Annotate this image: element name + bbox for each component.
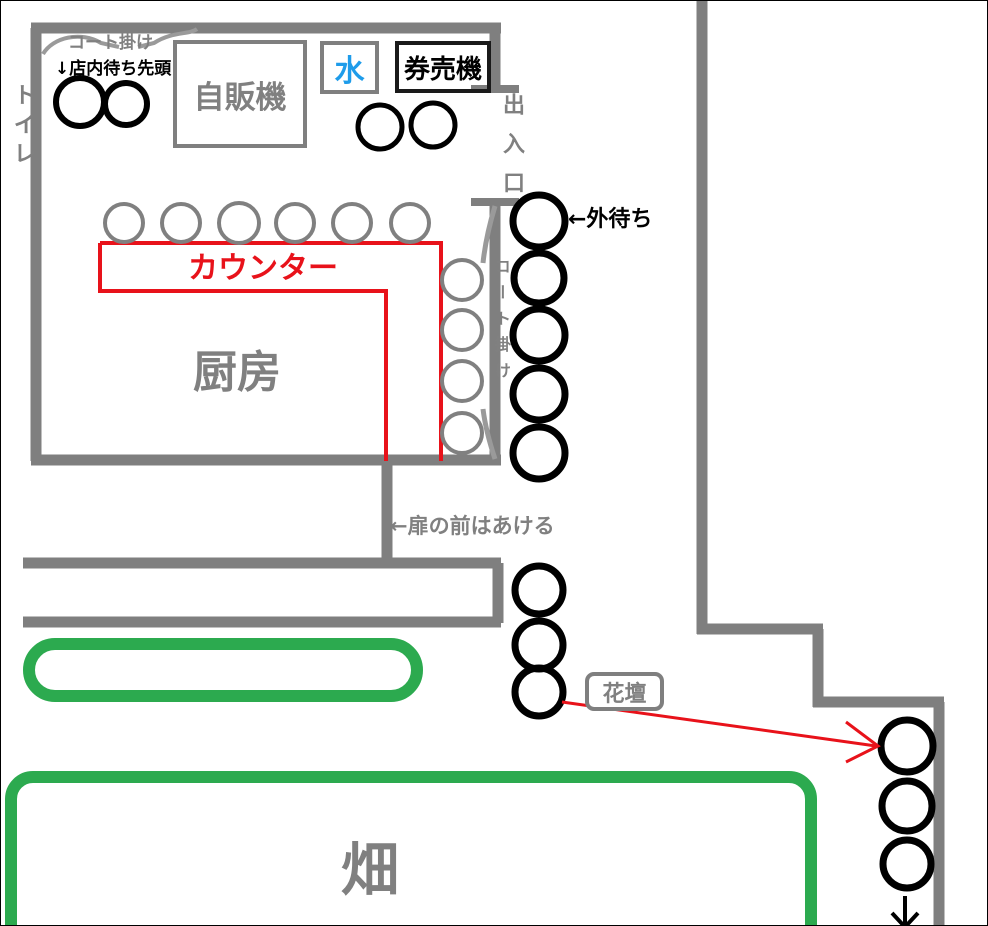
circle-person bbox=[509, 305, 569, 365]
door-arc-lower bbox=[480, 408, 498, 460]
down-arrow-head bbox=[890, 911, 920, 925]
entrance-exit-label: 出入口 bbox=[499, 93, 524, 210]
circle-person bbox=[511, 562, 567, 618]
coat-hook-rail bbox=[41, 27, 199, 56]
circle-seat bbox=[331, 202, 373, 244]
indoor-wait-head-circles bbox=[53, 75, 150, 129]
circle-person bbox=[879, 836, 935, 892]
street-wait-circles bbox=[511, 562, 567, 720]
coat-hook-top-label: コート掛け bbox=[68, 33, 153, 53]
circle-person bbox=[877, 716, 937, 776]
circle-person bbox=[509, 423, 569, 483]
outside-wait-circles bbox=[509, 191, 569, 483]
circle-wait bbox=[440, 411, 484, 455]
circle-seat bbox=[274, 202, 316, 244]
vending-machine-label: 自販機 bbox=[193, 79, 287, 116]
circle-wait bbox=[440, 308, 484, 352]
toilet-label: トイレ bbox=[9, 83, 35, 170]
circle-seat bbox=[389, 202, 431, 244]
counter-seat-circles bbox=[103, 201, 431, 245]
ticket-machine-queue-circles bbox=[355, 100, 458, 152]
walls bbox=[23, 1, 945, 925]
circle-person bbox=[510, 249, 568, 307]
flowerbed-arrow-head bbox=[845, 720, 881, 764]
planter-upper bbox=[23, 638, 423, 702]
coat-hook-side-label: コート掛け bbox=[492, 258, 511, 388]
door-swing-arcs bbox=[480, 205, 498, 460]
flowerbed-label: 花壇 bbox=[602, 681, 647, 707]
circle-person bbox=[53, 75, 107, 129]
circle-person bbox=[511, 617, 567, 673]
circle-person bbox=[408, 100, 458, 150]
door-arc-upper bbox=[480, 205, 498, 264]
counter-path bbox=[100, 241, 443, 461]
counter-path-2 bbox=[98, 243, 388, 461]
circle-wait bbox=[440, 359, 484, 403]
circle-seat bbox=[103, 202, 145, 244]
circle-wait bbox=[440, 258, 484, 302]
inner-wait-circles bbox=[440, 258, 484, 455]
counter-label: カウンター bbox=[188, 251, 338, 286]
water-box[interactable]: 水 bbox=[320, 41, 379, 94]
circle-seat bbox=[160, 202, 202, 244]
coat-hook-curve bbox=[41, 27, 199, 56]
indoor-wait-head-label: ↓店内待ち先頭 bbox=[55, 59, 172, 79]
keep-door-clear-label: ←扉の前はあける bbox=[390, 514, 555, 538]
ticket-machine-label: 券売機 bbox=[403, 54, 482, 85]
kitchen-label: 厨房 bbox=[193, 347, 281, 398]
circle-person bbox=[511, 664, 567, 720]
circle-person bbox=[509, 191, 569, 251]
circle-person bbox=[102, 80, 150, 128]
flowerbed-label-tag[interactable]: 花壇 bbox=[585, 672, 664, 711]
circle-person bbox=[878, 777, 936, 835]
flowerbed-wait-circles bbox=[877, 716, 937, 892]
circle-person bbox=[509, 364, 569, 424]
water-label: 水 bbox=[334, 53, 365, 89]
green-planters bbox=[5, 638, 817, 925]
ticket-machine-box[interactable]: 券売機 bbox=[395, 41, 491, 93]
circle-person bbox=[355, 102, 405, 152]
outside-wait-label: ←外待ち bbox=[568, 207, 653, 232]
counter-outline bbox=[98, 241, 443, 461]
down-arrow bbox=[890, 896, 920, 925]
field-label: 畑 bbox=[341, 836, 400, 904]
planter-field bbox=[5, 771, 817, 925]
vending-machine-box[interactable]: 自販機 bbox=[173, 40, 307, 148]
flowerbed-arrow bbox=[561, 700, 881, 764]
circle-seat bbox=[217, 201, 261, 245]
